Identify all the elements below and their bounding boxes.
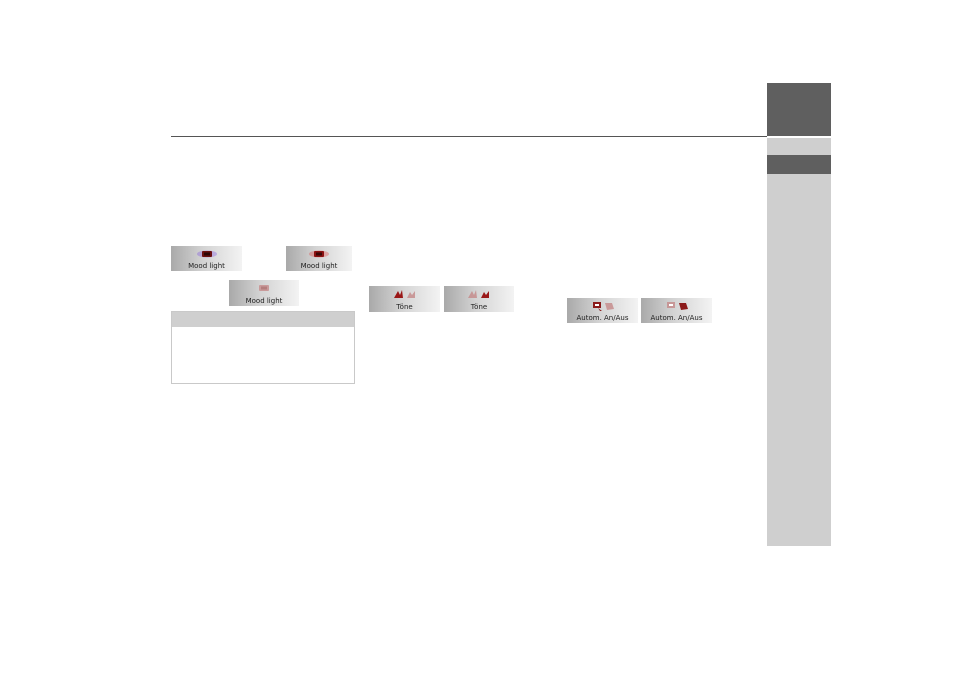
mood-light-button-b[interactable]: Mood light — [286, 246, 352, 271]
mood-light-label-c: Mood light — [245, 297, 283, 305]
auto-onoff-icon — [666, 302, 688, 310]
mood-light-button-c[interactable]: Mood light — [229, 280, 299, 306]
mood-light-label-a: Mood light — [188, 262, 225, 270]
auto-onoff-icon — [592, 302, 614, 311]
tones-button-b[interactable]: Töne — [444, 286, 514, 312]
auto-onoff-label-a: Autom. An/Aus — [576, 314, 629, 322]
auto-onoff-label-b: Autom. An/Aus — [650, 314, 703, 322]
header-rule — [171, 136, 768, 137]
thumb-index-gap — [767, 136, 831, 138]
mood-light-icon — [196, 250, 217, 258]
tones-button-a[interactable]: Töne — [369, 286, 440, 312]
tones-label-b: Töne — [470, 303, 488, 311]
note-box — [171, 311, 355, 384]
tones-icon — [468, 290, 489, 298]
tones-label-a: Töne — [396, 303, 413, 311]
thumb-index-tab-top — [767, 83, 831, 136]
thumb-index-band — [767, 138, 831, 155]
thumb-index-strip — [767, 174, 831, 546]
thumb-index-active-marker — [767, 155, 831, 174]
auto-onoff-button-b[interactable]: Autom. An/Aus — [641, 298, 712, 323]
tones-icon — [393, 290, 415, 298]
mood-light-icon — [309, 250, 329, 258]
auto-onoff-button-a[interactable]: Autom. An/Aus — [567, 298, 638, 323]
mood-light-button-a[interactable]: Mood light — [171, 246, 242, 271]
note-box-header — [172, 312, 354, 327]
mood-light-label-b: Mood light — [300, 262, 338, 270]
mood-light-icon — [259, 285, 269, 291]
